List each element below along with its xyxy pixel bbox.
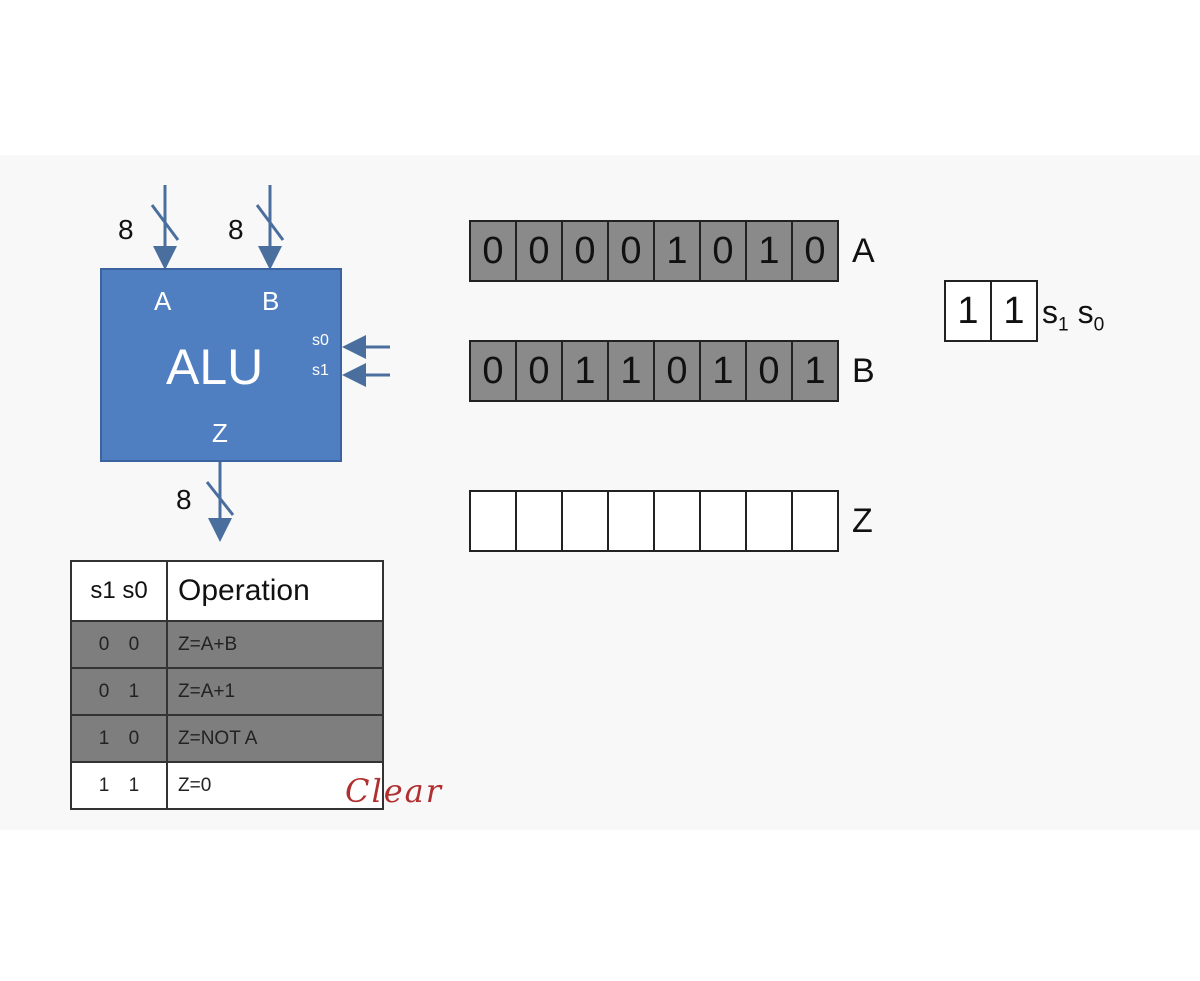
table-header: s1 s0 Operation <box>70 560 384 622</box>
bit-cell <box>517 492 563 550</box>
register-b-label: B <box>852 352 875 390</box>
alu-sel0: s0 <box>312 332 329 349</box>
register-a-label: A <box>852 232 875 270</box>
clear-annotation: Clear <box>345 772 444 810</box>
bit-cell <box>701 492 747 550</box>
bit-cell: 0 <box>655 342 701 400</box>
bit-cell: 0 <box>517 222 563 280</box>
alu-output-z: Z <box>212 418 228 448</box>
bus-width-a: 8 <box>118 214 134 245</box>
bit-cell: 1 <box>609 342 655 400</box>
bit-cell <box>609 492 655 550</box>
bit-cell <box>655 492 701 550</box>
alu-sel1: s1 <box>312 362 329 379</box>
header-select: s1 s0 <box>70 560 168 622</box>
bit-cell <box>471 492 517 550</box>
bit-cell <box>793 492 837 550</box>
bit-cell: 0 <box>701 222 747 280</box>
select-label: s1 s0 <box>1042 294 1105 336</box>
bit-cell <box>563 492 609 550</box>
header-operation: Operation <box>166 560 384 622</box>
alu-block: A B ALU Z s0 s1 <box>100 268 342 462</box>
bus-width-b: 8 <box>228 214 244 245</box>
bit-cell: 0 <box>609 222 655 280</box>
bit-cell: 0 <box>563 222 609 280</box>
select-bit-s1: 1 <box>946 282 992 340</box>
bit-cell: 1 <box>563 342 609 400</box>
bit-cell: 1 <box>701 342 747 400</box>
bus-width-z: 8 <box>176 484 192 515</box>
bit-cell: 0 <box>471 222 517 280</box>
bit-cell: 0 <box>793 222 837 280</box>
bit-cell: 1 <box>655 222 701 280</box>
register-z-label: Z <box>852 502 873 540</box>
bit-cell: 1 <box>747 222 793 280</box>
alu-input-b: B <box>262 286 280 316</box>
bit-cell: 0 <box>747 342 793 400</box>
bit-cell: 1 <box>793 342 837 400</box>
bit-cell: 0 <box>471 342 517 400</box>
bit-cell: 0 <box>517 342 563 400</box>
alu-input-a: A <box>154 286 172 316</box>
bit-cell <box>747 492 793 550</box>
select-bit-s0: 1 <box>1003 289 1025 332</box>
alu-title: ALU <box>166 339 264 395</box>
register-z <box>469 490 839 552</box>
